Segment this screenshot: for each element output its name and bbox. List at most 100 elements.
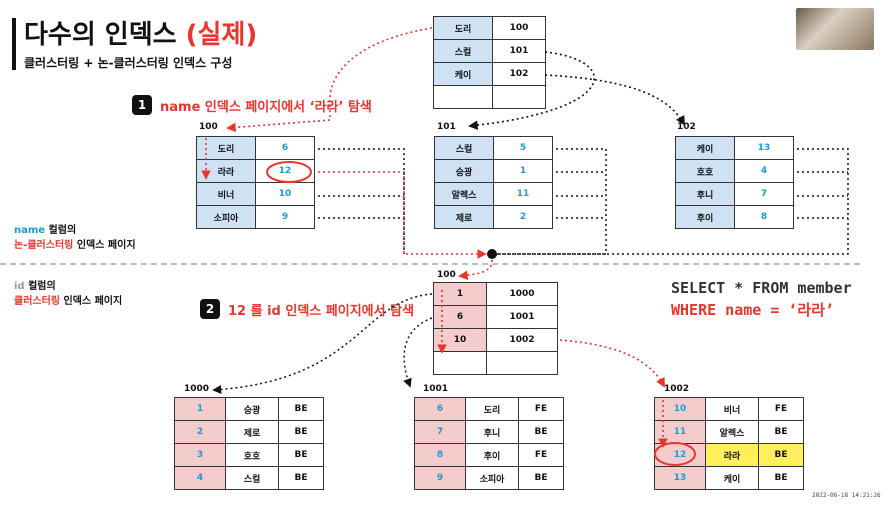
name-cell: 라라 [705, 443, 759, 467]
name-cell: 후니 [465, 420, 519, 444]
value-cell: 8 [734, 205, 794, 229]
key-cell [433, 85, 493, 109]
note-name-page: 인덱스 페이지 [73, 240, 136, 251]
arrow-root-to-101 [468, 51, 596, 130]
key-cell: 케이 [433, 62, 493, 86]
page-label-1000: 1000 [184, 384, 210, 394]
note-name-kind: 논-클러스터링 [14, 240, 74, 251]
note-id-suffix: 컬럼의 [24, 281, 56, 292]
section-divider [0, 263, 860, 265]
id-cell: 4 [174, 466, 226, 490]
circle-12-name-page [266, 161, 312, 183]
note-id-kind: 클러스터링 [14, 296, 60, 307]
value-cell: 11 [493, 182, 553, 206]
type-cell: BE [278, 466, 324, 490]
connector-line [497, 148, 607, 255]
arrow-collector-to-id-root [458, 259, 493, 281]
key-cell: 호호 [675, 159, 735, 183]
arrow-to-page-1000 [212, 293, 433, 394]
type-cell: FE [758, 397, 804, 421]
id-cell: 1 [174, 397, 226, 421]
connector-line [497, 148, 849, 255]
collector-node [487, 249, 497, 259]
key-cell: 승광 [434, 159, 494, 183]
arrow-to-page-1002 [559, 339, 665, 388]
value-cell: 5 [493, 136, 553, 160]
type-cell: FE [518, 443, 564, 467]
key-cell: 후이 [675, 205, 735, 229]
key-cell: 소피아 [196, 205, 256, 229]
type-cell: BE [518, 420, 564, 444]
title-accent-bar [12, 18, 16, 70]
value-cell: 2 [493, 205, 553, 229]
id-cell: 6 [414, 397, 466, 421]
value-cell [486, 351, 558, 375]
type-cell: BE [518, 466, 564, 490]
type-cell: BE [278, 420, 324, 444]
value-cell: 6 [255, 136, 315, 160]
circle-12-data-page [654, 442, 696, 466]
presenter-video-thumbnail [796, 8, 874, 50]
arrow-to-page-1001 [403, 317, 433, 388]
key-cell: 도리 [433, 16, 493, 40]
value-cell: 9 [255, 205, 315, 229]
key-cell: 스컬 [433, 39, 493, 63]
sql-line-2: WHERE name = ‘라라’ [671, 301, 835, 319]
title-accent: (실제) [185, 20, 258, 50]
step-1: 1 name 인덱스 페이지에서 ‘라라’ 탐색 [132, 95, 372, 115]
type-cell: BE [758, 466, 804, 490]
id-cell: 10 [654, 397, 706, 421]
step-2-number: 2 [200, 299, 220, 319]
sql-line-1: SELECT * FROM member [671, 279, 852, 297]
title-main: 다수의 인덱스 [24, 20, 177, 50]
table-row [433, 351, 558, 375]
type-cell: BE [278, 397, 324, 421]
page-label-102: 102 [677, 122, 696, 132]
value-cell: 1000 [486, 282, 558, 306]
page-label-1002: 1002 [664, 384, 690, 394]
page-label-100: 100 [199, 122, 218, 132]
page-subtitle: 클러스터링 + 논-클러스터링 인덱스 구성 [24, 56, 233, 70]
step-2: 2 12 를 id 인덱스 페이지에서 탐색 [200, 299, 414, 319]
key-cell: 스컬 [434, 136, 494, 160]
name-cell: 승광 [225, 397, 279, 421]
id-cell: 8 [414, 443, 466, 467]
sql-query: SELECT * FROM member WHERE name = ‘라라’ [671, 279, 852, 320]
value-cell: 100 [492, 16, 546, 40]
step-1-text: name 인덱스 페이지에서 ‘라라’ 탐색 [160, 99, 372, 115]
name-cell: 알렉스 [705, 420, 759, 444]
key-cell [433, 351, 487, 375]
page-label-101: 101 [437, 122, 456, 132]
type-cell: BE [278, 443, 324, 467]
note-name-index: name 컬럼의 논-클러스터링 인덱스 페이지 [14, 221, 136, 251]
value-cell: 1001 [486, 305, 558, 329]
arrow-12-to-collector [318, 171, 487, 259]
note-id-page: 인덱스 페이지 [60, 296, 123, 307]
note-name-column: name [14, 225, 46, 236]
